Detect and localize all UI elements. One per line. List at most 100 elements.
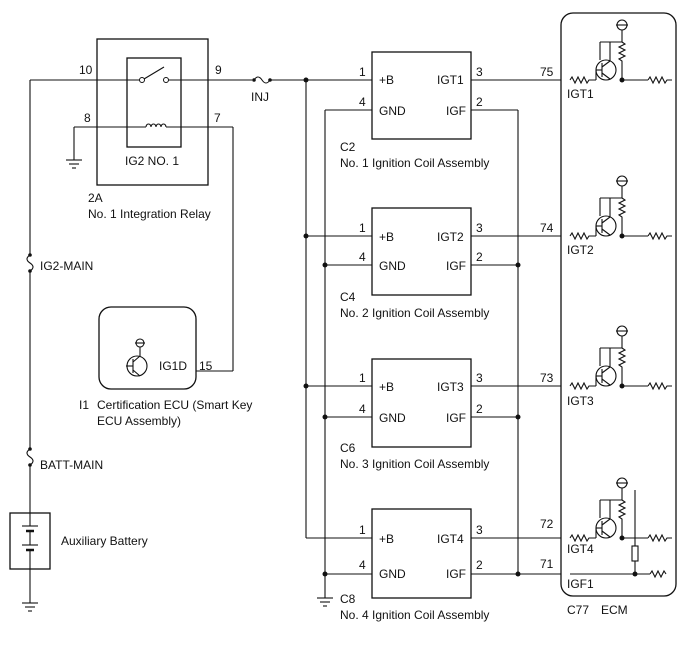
ecm-input-resistor-2 [569,231,596,241]
relay-pin-10: 10 [79,63,93,77]
ignition-coil-4: +B GND IGT4 IGF 1 4 3 2 C8 No. 4 Ignitio… [306,508,570,622]
svg-text:IGF: IGF [446,567,466,581]
relay-contact-left [139,77,145,83]
fuse-ig2-main-symbol [26,253,34,273]
ecm-transistor-4-emitter [601,530,611,538]
ecm-junction-4 [619,535,625,541]
coil-2-name: No. 2 Ignition Coil Assembly [340,306,489,320]
ecm-label-igt2: IGT2 [567,243,594,257]
svg-text:IGT3: IGT3 [437,380,464,394]
svg-text:GND: GND [379,567,406,581]
svg-text:GND: GND [379,259,406,273]
ecm-name: ECM [601,603,628,617]
ecm-input-resistor-1 [569,75,596,85]
relay-coil [145,123,167,128]
cert-ecu-name-line2: ECU Assembly) [97,414,181,428]
svg-text:3: 3 [476,221,483,235]
ecm-pullup-resistor-3 [617,347,627,378]
cert-ecu-pin-name: IG1D [159,359,187,373]
svg-text:1: 1 [359,221,366,235]
ecm-pin-73: 73 [540,371,554,385]
transistor-icon [126,338,148,377]
ecm-igf-circuit [570,490,667,579]
svg-text:3: 3 [476,65,483,79]
ecm-transistor-2-collector [601,216,611,224]
svg-text:4: 4 [359,95,366,109]
ecm-box [560,12,677,597]
svg-text:1: 1 [359,371,366,385]
relay-pin-9: 9 [215,63,222,77]
relay-pin-7: 7 [214,111,221,125]
ecm-transistor-3-collector [601,366,611,374]
ecm-pin-74: 74 [540,221,554,235]
svg-text:+B: +B [379,73,394,87]
svg-text:2: 2 [476,95,483,109]
ecm-pin-72: 72 [540,517,554,531]
ignition-coil-3: +B GND IGT3 IGF 1 4 3 2 C6 No. 3 Ignitio… [306,358,570,471]
svg-text:+B: +B [379,380,394,394]
ecm-pin-71: 71 [540,557,554,571]
cert-ecu-pin-num: 15 [199,359,213,373]
cert-ecu-code: I1 [79,398,89,412]
ecm-transistor-4-collector [601,518,611,526]
ignition-coil-2: +B GND IGT2 IGF 1 4 3 2 C4 No. 2 Ignitio… [306,207,570,320]
svg-text:IGF: IGF [446,411,466,425]
relay-label: IG2 NO. 1 [125,154,179,168]
ecm-internal-circuits [569,19,672,543]
svg-text:GND: GND [379,104,406,118]
ecm-input-resistor-4 [569,533,596,543]
ground-symbol-relay [66,159,82,169]
ecm-junction-1 [619,77,625,83]
svg-text:+B: +B [379,230,394,244]
svg-text:IGT4: IGT4 [437,532,464,546]
coil-1-name: No. 1 Ignition Coil Assembly [340,156,489,170]
ecm-input-resistor-3 [569,381,596,391]
svg-text:3: 3 [476,371,483,385]
coil-4-name: No. 4 Ignition Coil Assembly [340,608,489,622]
svg-text:IGT1: IGT1 [437,73,464,87]
ecm-transistor-3-emitter [601,378,611,386]
svg-text:2: 2 [476,558,483,572]
ground-symbol-battery [22,602,38,612]
svg-text:2: 2 [476,402,483,416]
svg-text:1: 1 [359,65,366,79]
fuse-inj-symbol [252,76,272,84]
coil-4-code: C8 [340,592,356,606]
relay-name: No. 1 Integration Relay [88,207,211,221]
ecm-output-resistor-1 [647,75,672,85]
coil-2-code: C4 [340,290,356,304]
ecm-code: C77 [567,603,589,617]
coil-1-code: C2 [340,140,356,154]
cert-ecu-box [98,306,197,390]
ecm-label-igt1: IGT1 [567,87,594,101]
svg-text:IGF: IGF [446,259,466,273]
ecm-transistor-1-collector [601,60,611,68]
ecm-label-igf1: IGF1 [567,577,594,591]
ground-symbol-coils [317,597,333,607]
battery-symbol [22,513,38,569]
cert-ecu-name-line1: Certification ECU (Smart Key [97,398,252,412]
relay-switch-blade [143,66,165,80]
relay-box-code: 2A [88,191,103,205]
relay-inner-box [126,57,182,148]
junction-dot [303,77,309,83]
svg-text:1: 1 [359,523,366,537]
coil-3-code: C6 [340,441,356,455]
ecm-output-resistor-3 [647,381,672,391]
ecm-output-resistor-4 [647,533,672,543]
svg-text:IGT2: IGT2 [437,230,464,244]
fuse-batt-main-symbol [26,447,34,467]
ecm-pin-75: 75 [540,65,554,79]
battery-label: Auxiliary Battery [61,534,148,548]
svg-text:3: 3 [476,523,483,537]
ecm-transistor-1-emitter [601,72,611,80]
fuse-inj-label: INJ [251,90,269,104]
ecm-junction-3 [619,383,625,389]
ecm-output-resistor-2 [647,231,672,241]
ecm-pullup-resistor-4 [617,499,627,530]
fuse-ig2-main-label: IG2-MAIN [40,259,93,273]
relay-pin-8: 8 [84,111,91,125]
ignition-coil-1: +B GND IGT1 IGF 1 4 3 2 C2 No. 1 Ignitio… [325,51,570,170]
svg-text:2: 2 [476,250,483,264]
